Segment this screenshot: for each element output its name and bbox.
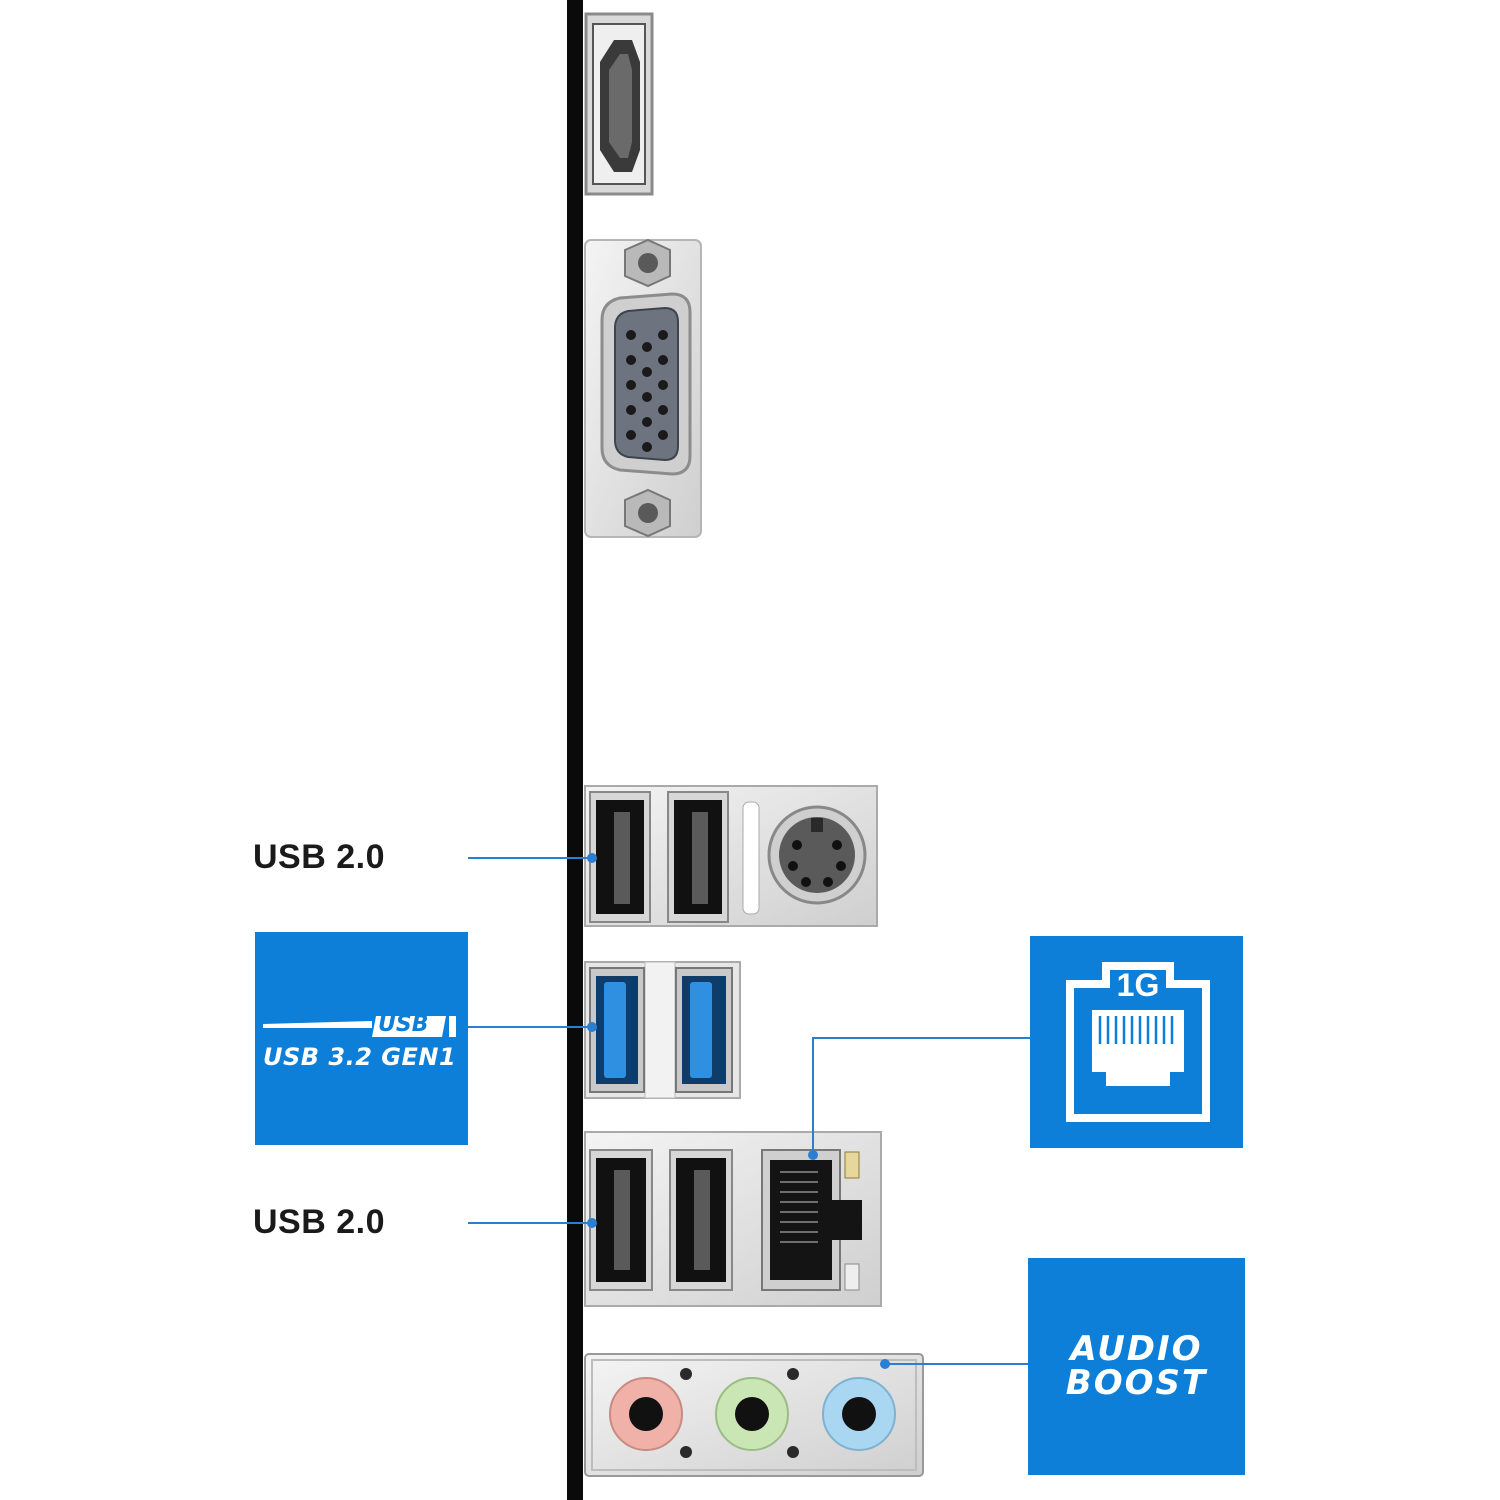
usb32-badge-logo-text: USB — [378, 1012, 429, 1037]
ps2-port-icon — [767, 805, 867, 905]
audio-boost-badge — [1028, 1258, 1245, 1475]
leader-lan — [812, 1037, 1030, 1155]
vga-port-icon — [584, 238, 702, 538]
lan-badge-speed: 1G — [1116, 967, 1160, 1003]
hdmi-port-icon — [584, 12, 654, 196]
usb32-badge — [255, 932, 468, 1145]
usb32-block — [584, 961, 741, 1099]
audio-jack-blue — [822, 1377, 896, 1451]
audio-jack-green — [715, 1377, 789, 1451]
usb2-top-label: USB 2.0 — [253, 838, 385, 876]
rj45-port-icon — [761, 1149, 862, 1291]
ethernet-jack-icon — [1066, 962, 1210, 1122]
usb-logo-icon — [263, 1016, 456, 1037]
usb32-badge-text: USB 3.2 GEN1 — [263, 1043, 457, 1071]
audio-jack-pink — [609, 1377, 683, 1451]
usb2-bottom-label: USB 2.0 — [253, 1203, 385, 1241]
audio-block — [584, 1353, 924, 1477]
usb2-lan-block — [584, 1131, 882, 1307]
usb2-ps2-block — [584, 785, 878, 927]
backplate-bar — [567, 0, 583, 1500]
